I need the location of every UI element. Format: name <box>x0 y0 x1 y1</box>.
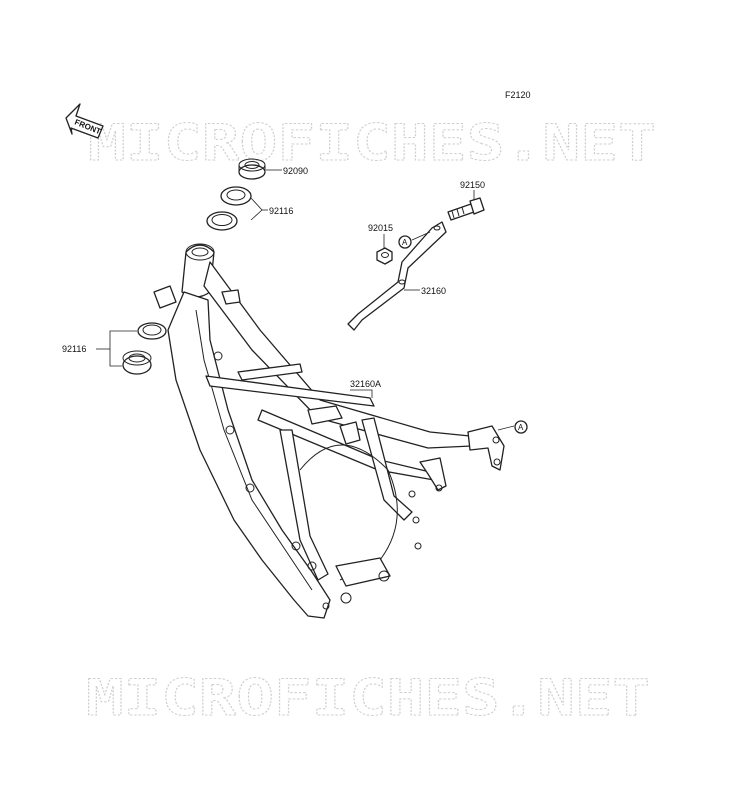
callout-92150: 92150 <box>460 180 485 190</box>
figure-code: F2120 <box>505 90 531 100</box>
callout-32160: 32160 <box>421 286 446 296</box>
watermark-bottom: MICROFICHES.NET <box>86 669 650 727</box>
svg-text:A: A <box>518 423 524 432</box>
ref-marker-a-frame <box>514 420 528 434</box>
nut-92015 <box>376 247 393 265</box>
callout-92116-upper: 92116 <box>269 206 293 216</box>
stem-nut-92090 <box>238 158 266 180</box>
bracket-32160 <box>347 221 447 331</box>
bolt-92150 <box>447 197 485 221</box>
bearing-92116-upper <box>206 186 252 231</box>
ref-marker-a-upper <box>398 235 412 249</box>
callout-32160A: 32160A <box>350 379 381 389</box>
svg-text:A: A <box>402 238 408 247</box>
bearing-92116-lower <box>122 322 167 375</box>
callout-92116-lower: 92116 <box>62 344 86 354</box>
frame-32160A <box>153 243 505 619</box>
watermark-top: MICROFICHES.NET <box>88 114 656 172</box>
callout-92090: 92090 <box>283 166 308 176</box>
callout-92015: 92015 <box>368 223 393 233</box>
